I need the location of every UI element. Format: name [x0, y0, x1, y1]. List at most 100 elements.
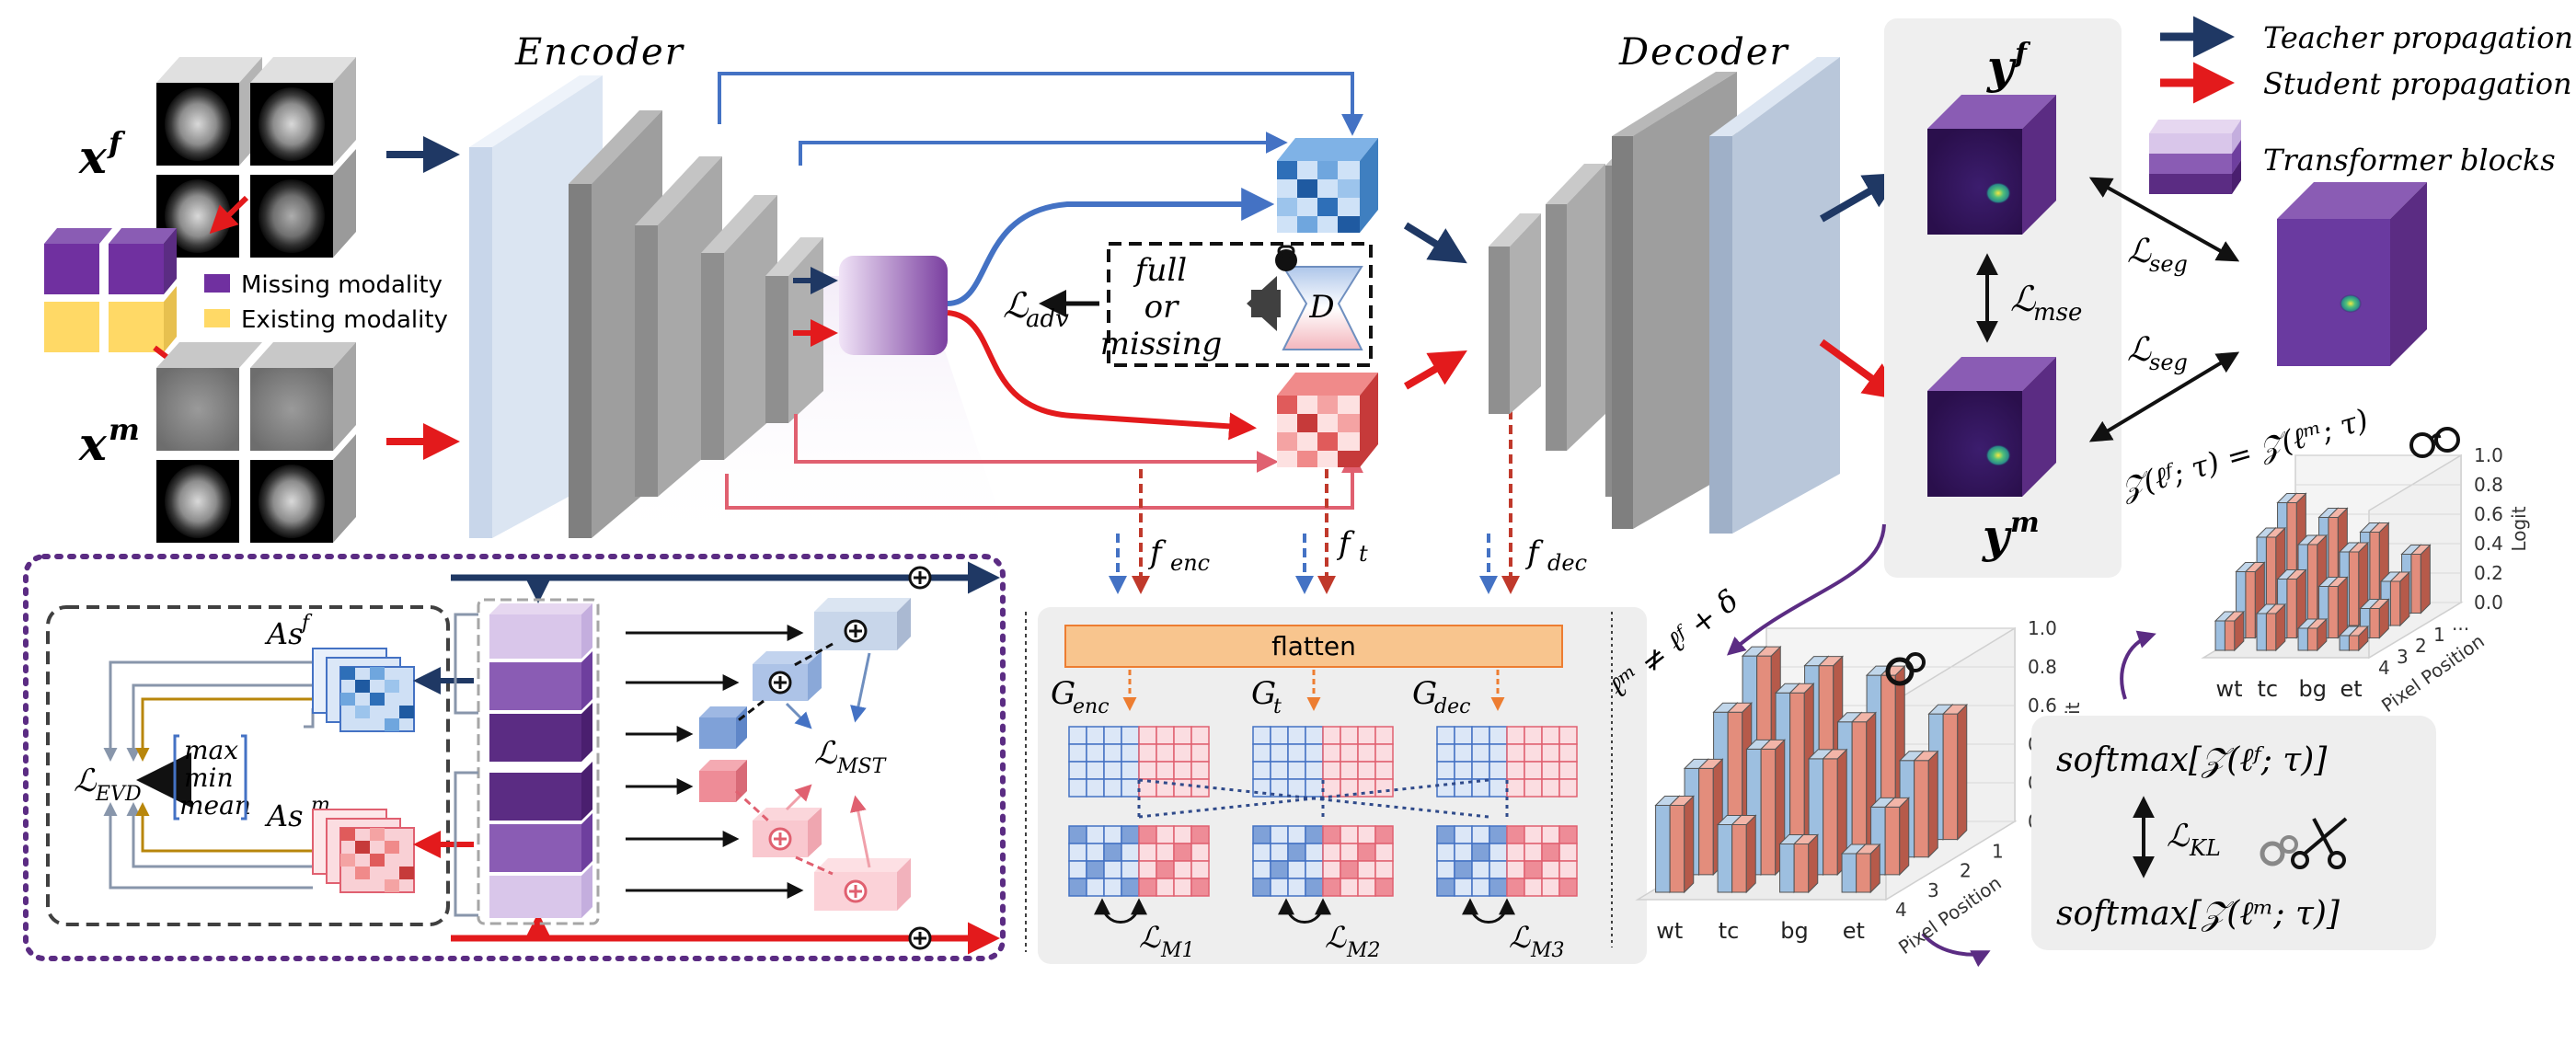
pool-mean: mean — [179, 790, 251, 821]
chart-bar — [1913, 750, 1939, 858]
as-m: As — [264, 798, 304, 833]
asf-matrix — [312, 648, 415, 732]
gram-flow-arrows — [1122, 670, 1505, 711]
evd-connections — [103, 660, 315, 890]
as-f-sup: f — [300, 612, 313, 635]
chart-bar — [1731, 814, 1757, 894]
feature-taps — [1109, 396, 1520, 594]
z-tick-label: 1 — [1992, 840, 2004, 862]
l-m3: ℒ — [1509, 920, 1531, 955]
l-mst: ℒ — [814, 735, 838, 772]
category-label: wt — [2216, 676, 2243, 702]
skip-blue-1 — [718, 72, 1363, 136]
yf-label: y — [1986, 40, 2017, 94]
z-tick-label: 2 — [1960, 860, 1972, 882]
existing-modality-swatch — [204, 309, 230, 327]
z-tick-label: 3 — [1927, 879, 1939, 901]
z-tick-label: 1 — [2433, 624, 2445, 646]
modality-legend-cubes — [44, 195, 249, 381]
g-enc: G — [1051, 675, 1075, 712]
l-evd: ℒ — [74, 763, 98, 799]
missing-modality-swatch — [204, 274, 230, 293]
xf-modality-cube-3 — [156, 149, 356, 258]
gram-matrix — [1436, 726, 1578, 798]
l-seg-2: ℒ — [2127, 331, 2152, 369]
chart-bar — [1822, 748, 1848, 877]
teacher-feature-cube — [1277, 138, 1378, 233]
decoder-layer-2 — [1546, 164, 1605, 451]
l-seg-1: ℒ — [2127, 233, 2152, 270]
l-m2-sub: M2 — [1346, 939, 1381, 962]
transformer-stack — [489, 603, 592, 918]
y-axis-label: Logit — [2508, 506, 2530, 551]
l-seg-2-sub: seg — [2149, 350, 2188, 375]
teacher-decoder-arrow — [1403, 222, 1467, 264]
chart-bar — [2306, 617, 2329, 652]
z-tick-label: 4 — [1895, 899, 1907, 921]
input-xm-group: x m — [78, 342, 356, 543]
xf-modality-cube-1 — [156, 57, 262, 166]
skip-pink-1 — [794, 414, 1279, 473]
category-label: tc — [2258, 676, 2279, 702]
y-tick-label: 0.8 — [2028, 656, 2057, 678]
discriminator-box — [1107, 242, 1373, 367]
evd-box — [46, 605, 450, 926]
gram-grids — [1068, 726, 1578, 897]
xm-modality-cube-2 — [250, 342, 356, 451]
legend-student-label: Student propagation — [2263, 66, 2572, 101]
gram-matrix — [1068, 825, 1210, 897]
z-tick-label: ... — [2452, 613, 2469, 635]
missing-label: missing — [1100, 326, 1223, 362]
xf-modality-cube-2 — [250, 57, 356, 166]
student-output-arrow — [1819, 339, 1902, 400]
xm-label: x — [78, 417, 108, 471]
l-m2: ℒ — [1325, 920, 1347, 955]
chart-bar — [2409, 544, 2432, 614]
xm-modality-cube-3 — [156, 434, 356, 543]
softmax-m: softmax[𝒵(ℓᵐ; τ)] — [2056, 895, 2340, 933]
chart-bar — [1883, 797, 1910, 877]
f-t: f — [1336, 525, 1355, 562]
l-m3-sub: M3 — [1530, 939, 1565, 962]
z-tick-label: 3 — [2397, 646, 2409, 668]
ym-to-chart1-arrow — [1726, 523, 1886, 656]
or-label: or — [1144, 289, 1179, 326]
chart-bar — [2389, 570, 2411, 627]
gram-matrix — [1436, 825, 1578, 897]
bottleneck-feature — [839, 256, 948, 355]
chart-bar — [2327, 576, 2349, 639]
y-tick-label: 0.8 — [2474, 474, 2503, 496]
input-xf-group: x f — [78, 57, 356, 258]
decoder-layer-5 — [1709, 57, 1840, 534]
logit-bar-chart-1: 0.00.20.40.60.81.0Logitwttcbget4321Pixel… — [1635, 617, 2084, 958]
mst-token-flow — [626, 598, 911, 911]
legend-transformer-icon — [2149, 120, 2241, 194]
l-evd-sub: EVD — [95, 783, 142, 806]
skip-pink-2 — [725, 451, 1363, 510]
skip-blue-2 — [799, 132, 1288, 166]
chart1-to-softmax-arrow — [1921, 932, 1991, 968]
softmax-to-chart2-arrow — [2120, 630, 2156, 700]
as-f: As — [264, 616, 304, 651]
chart-bar — [1668, 795, 1695, 894]
f-enc-sub: enc — [1170, 550, 1210, 576]
pool-min: min — [184, 763, 234, 793]
handcuff-icon-top — [2409, 427, 2460, 458]
pool-max: max — [184, 735, 238, 765]
f-enc: f — [1147, 534, 1167, 571]
g-enc-sub: enc — [1073, 695, 1110, 718]
gram-loss-arcs — [1094, 898, 1515, 924]
y-tick-label: 1.0 — [2028, 617, 2057, 639]
yf-output-cube — [1927, 95, 2056, 235]
l-kl-sub: KL — [2189, 835, 2221, 861]
chart-bar — [2285, 568, 2307, 639]
lock-icon — [1275, 245, 1297, 271]
encoder-title: Encoder — [514, 31, 685, 74]
decoder-title: Decoder — [1618, 31, 1790, 74]
mst-detail-box — [23, 554, 1006, 961]
teacher-output-arrow — [1820, 173, 1902, 223]
decoder-layer-1 — [1489, 213, 1541, 414]
full-label: full — [1133, 252, 1187, 289]
l-adv-sub: adv — [1026, 305, 1069, 333]
